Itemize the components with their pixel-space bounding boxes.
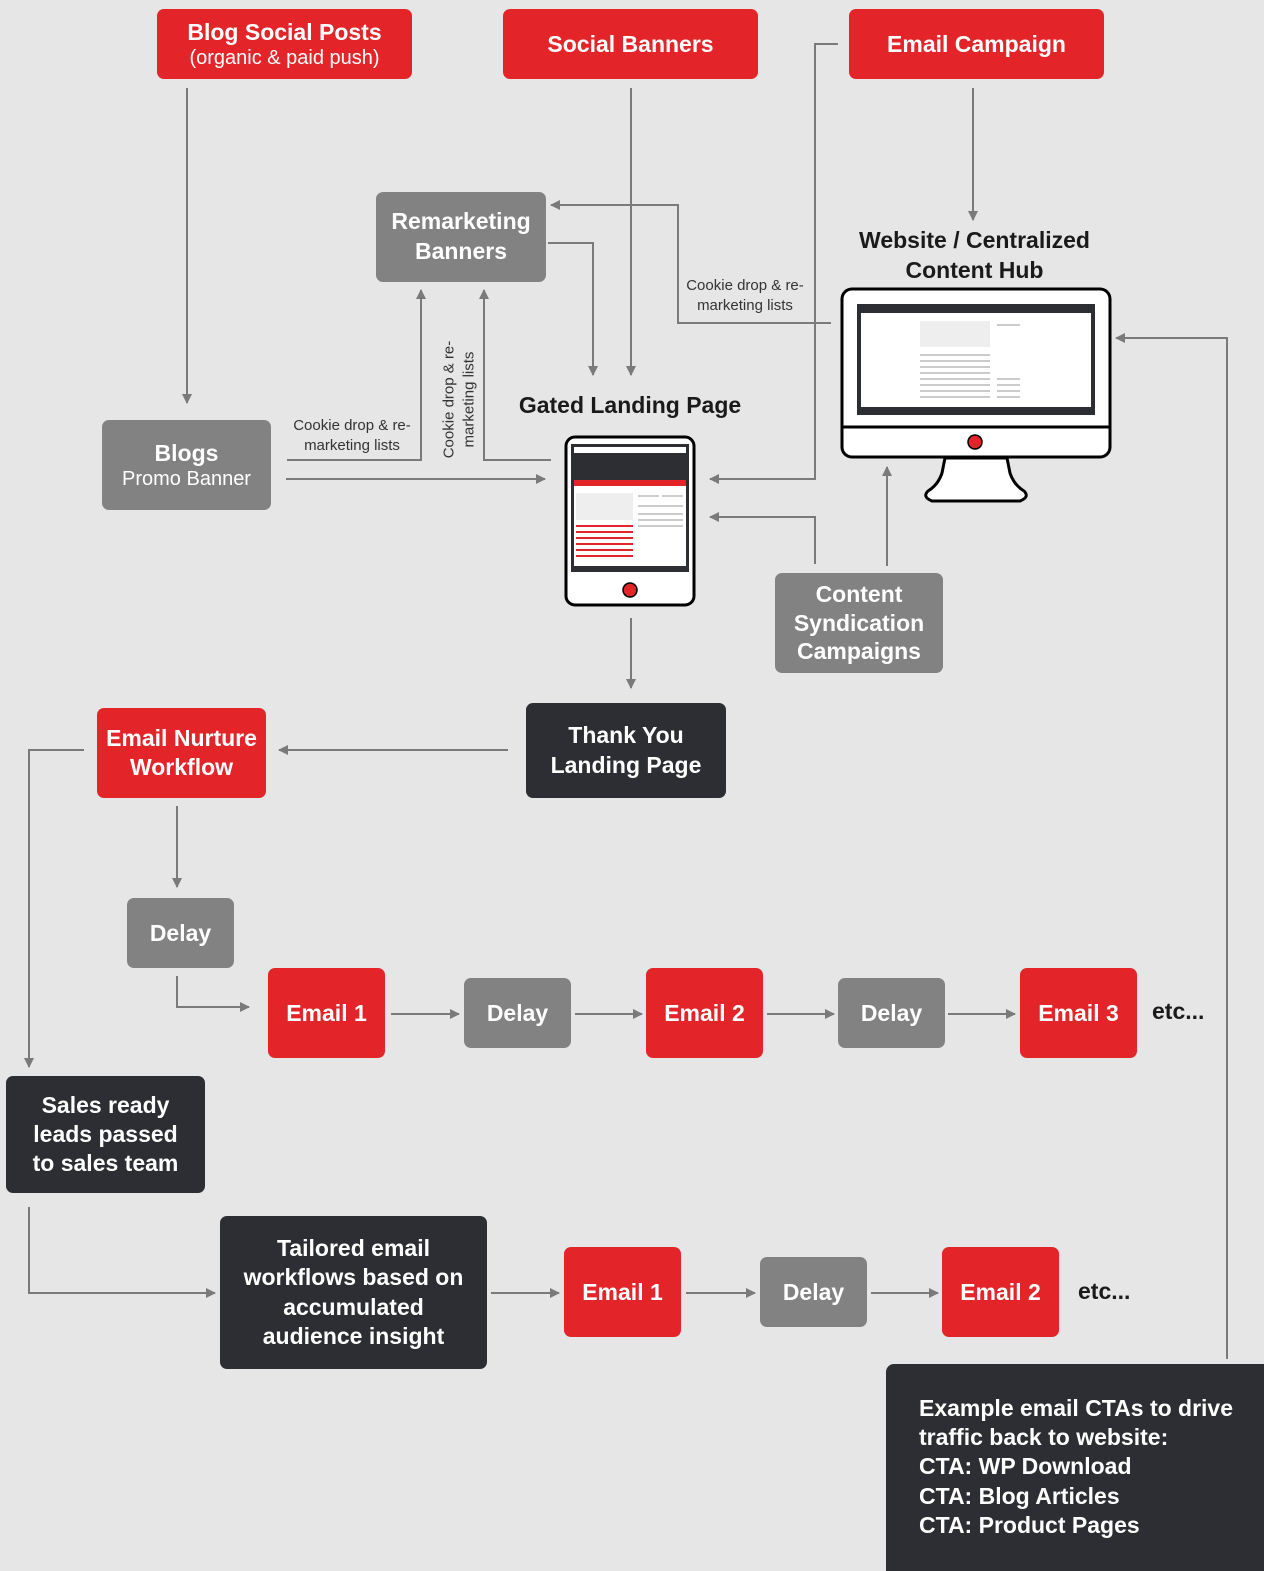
remarketing-banners-title: Remarketing Banners <box>391 208 531 264</box>
gated-landing-page-title: Gated Landing Page <box>518 392 742 418</box>
sales-ready-leads-node: Sales ready leads passed to sales team <box>6 1076 205 1193</box>
edge-emailcampaign-to-gated <box>709 43 838 484</box>
etc-label-2: etc... <box>1078 1278 1131 1304</box>
etc-label-1: etc... <box>1152 998 1205 1024</box>
social-banners-node: Social Banners <box>503 9 758 79</box>
blogs-subtitle: Promo Banner <box>122 467 251 490</box>
edge-remarketing-to-gated <box>548 242 598 376</box>
delay-node-2: Delay <box>464 978 571 1048</box>
email-2-node: Email 2 <box>646 968 763 1058</box>
email-2-title: Email 2 <box>664 999 745 1026</box>
edge-cta-to-website <box>1115 333 1228 1359</box>
email-3-node: Email 3 <box>1020 968 1137 1058</box>
blogs-title: Blogs <box>154 439 219 466</box>
email-1-title: Email 1 <box>286 999 367 1026</box>
desktop-monitor-icon <box>840 287 1112 503</box>
website-hub-title: Website / Centralized Content Hub <box>859 227 1090 283</box>
delay-node-1: Delay <box>127 898 234 968</box>
edge-gated-to-remarketing <box>479 289 551 461</box>
sales-ready-title: Sales ready leads passed to sales team <box>32 1092 179 1176</box>
delay-title-4: Delay <box>782 1278 845 1305</box>
cta-wp-download: CTA: WP Download <box>919 1453 1132 1480</box>
content-syndication-title: Content Syndication Campaigns <box>793 580 925 665</box>
tablet-icon <box>564 435 696 607</box>
email-nurture-title: Email Nurture Workflow <box>106 725 257 780</box>
delay-title-1: Delay <box>149 919 212 946</box>
cta-intro: Example email CTAs to drive traffic back… <box>919 1395 1234 1451</box>
edge-website-to-remarketing <box>550 200 831 324</box>
email-2-b-node: Email 2 <box>942 1247 1059 1337</box>
edge-nurture-to-sales <box>24 749 84 1068</box>
email-1-b-title: Email 1 <box>582 1278 663 1305</box>
edge-delay-to-email1 <box>176 976 250 1012</box>
remarketing-banners-node: Remarketing Banners <box>376 192 546 282</box>
thank-you-title: Thank You Landing Page <box>550 721 702 778</box>
blog-social-posts-node: Blog Social Posts (organic & paid push) <box>157 9 412 79</box>
delay-title-2: Delay <box>486 999 549 1026</box>
cookie-label-website: Cookie drop & re-marketing lists <box>686 277 804 314</box>
tailored-title: Tailored email workflows based on accumu… <box>243 1234 464 1349</box>
email-1-b-node: Email 1 <box>564 1247 681 1337</box>
cta-blog-articles: CTA: Blog Articles <box>919 1482 1120 1509</box>
email-campaign-node: Email Campaign <box>849 9 1104 79</box>
email-campaign-title: Email Campaign <box>887 30 1066 57</box>
social-banners-title: Social Banners <box>547 30 714 57</box>
edge-sales-to-tailored <box>28 1207 216 1298</box>
thank-you-landing-page-node: Thank You Landing Page <box>526 703 726 798</box>
cookie-label-vertical: Cookie drop & re-marketing lists <box>440 340 478 459</box>
email-nurture-workflow-node: Email Nurture Workflow <box>97 708 266 798</box>
blog-social-posts-subtitle: (organic & paid push) <box>189 46 380 69</box>
delay-node-4: Delay <box>760 1257 867 1327</box>
email-2-b-title: Email 2 <box>960 1278 1041 1305</box>
email-3-title: Email 3 <box>1038 999 1119 1026</box>
delay-title-3: Delay <box>860 999 923 1026</box>
cta-product-pages: CTA: Product Pages <box>919 1511 1140 1538</box>
email-1-node: Email 1 <box>268 968 385 1058</box>
blogs-node: Blogs Promo Banner <box>102 420 271 510</box>
edge-syndication-to-gated <box>709 512 816 564</box>
content-syndication-node: Content Syndication Campaigns <box>775 573 943 673</box>
edge-blogs-to-remarketing <box>287 289 426 461</box>
cookie-label-blogs: Cookie drop & re-marketing lists <box>293 417 411 454</box>
email-cta-box: Example email CTAs to drive traffic back… <box>886 1364 1264 1571</box>
blog-social-posts-title: Blog Social Posts <box>187 18 382 45</box>
tailored-email-workflows-node: Tailored email workflows based on accumu… <box>220 1216 487 1369</box>
delay-node-3: Delay <box>838 978 945 1048</box>
